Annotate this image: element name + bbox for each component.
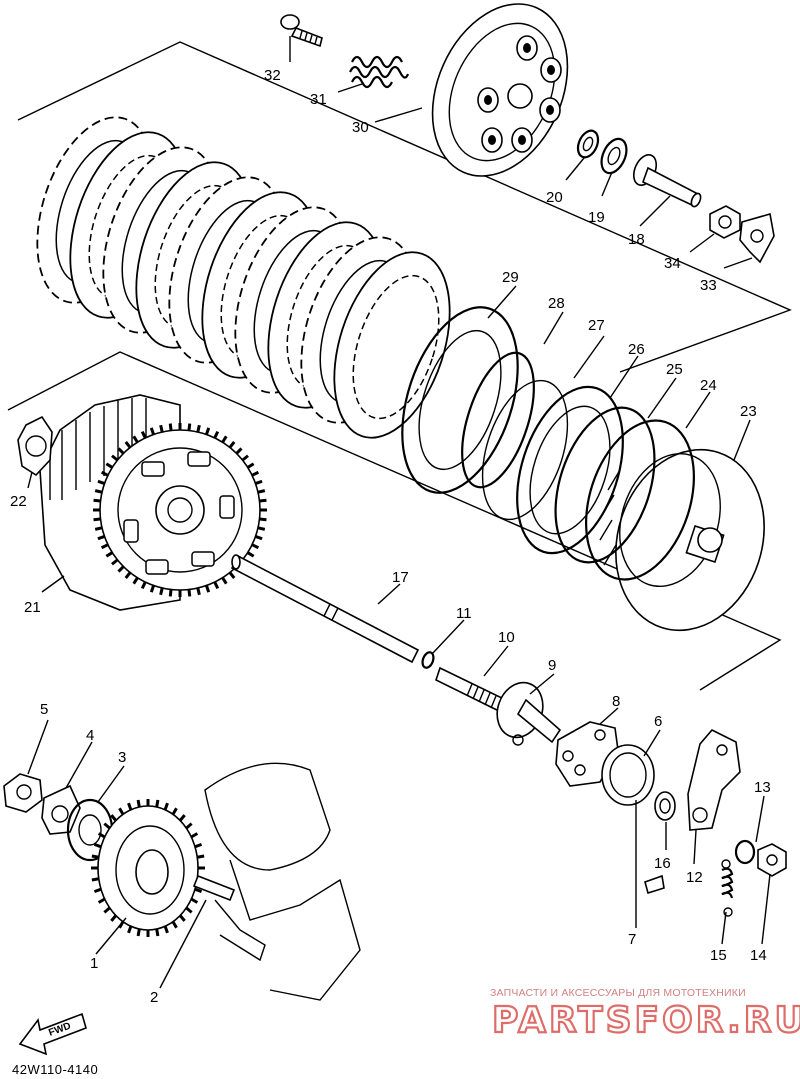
friction-plate-28 — [461, 351, 535, 489]
callout-26: 26 — [628, 341, 645, 358]
callout-6: 6 — [654, 713, 662, 730]
callout-17: 17 — [392, 569, 409, 586]
leader-lines — [27, 36, 771, 989]
callout-15: 15 — [710, 947, 727, 964]
gear-teeth — [91, 799, 205, 937]
seat-plate-25 — [554, 406, 656, 564]
callout-11: 11 — [456, 605, 472, 622]
callout-27: 27 — [588, 317, 605, 334]
callout-16: 16 — [654, 855, 671, 872]
clutch-housing — [39, 394, 267, 611]
bearing-19 — [600, 137, 628, 175]
callout-28: 28 — [548, 295, 565, 312]
callout-31: 31 — [310, 91, 327, 108]
callout-labels: 1 2 3 4 5 6 7 8 9 10 11 12 13 14 15 16 1… — [10, 67, 771, 1006]
callout-4: 4 — [86, 727, 94, 744]
wire-circlip-27 — [481, 379, 569, 521]
callout-30: 30 — [352, 119, 369, 136]
callout-21: 21 — [24, 599, 41, 616]
bolt-32 — [280, 14, 323, 48]
bearing-16 — [654, 791, 676, 821]
spring-15 — [721, 859, 734, 917]
push-rod-18 — [632, 154, 702, 208]
pin-7 — [644, 874, 665, 895]
watermark-brand: PARTSFOR.RU — [492, 1000, 800, 1041]
callout-25: 25 — [666, 361, 683, 378]
callout-22: 22 — [10, 493, 27, 510]
callout-34: 34 — [664, 255, 681, 272]
gear-teeth — [93, 423, 267, 597]
callout-7: 7 — [628, 931, 636, 948]
washer-13 — [734, 839, 756, 865]
callout-5: 5 — [40, 701, 48, 718]
circlip-22 — [17, 415, 53, 477]
callout-19: 19 — [588, 209, 605, 226]
clutch-plate-stack — [36, 116, 451, 439]
key-2 — [192, 874, 236, 902]
callout-23: 23 — [740, 403, 757, 420]
callout-8: 8 — [612, 693, 620, 710]
push-rod-17 — [230, 554, 420, 664]
callout-1: 1 — [90, 955, 98, 972]
spring-31 — [349, 55, 410, 89]
callout-33: 33 — [700, 277, 717, 294]
diagram-code: 42W110-4140 — [12, 1062, 98, 1077]
push-lever-9 — [496, 681, 562, 746]
lock-washer-4 — [41, 784, 81, 835]
watermark: ЗАПЧАСТИ И АКСЕССУАРЫ ДЛЯ МОТОТЕХНИКИ PA… — [490, 987, 800, 1042]
callout-9: 9 — [548, 657, 556, 674]
crankshaft-outline — [204, 762, 361, 1001]
lock-washer-33 — [739, 212, 775, 264]
primary-drive-gear-1 — [91, 799, 205, 937]
callout-10: 10 — [498, 629, 515, 646]
friction-plate-26 — [516, 385, 624, 555]
nut-5 — [3, 773, 43, 813]
callout-24: 24 — [700, 377, 717, 394]
callout-3: 3 — [118, 749, 126, 766]
callout-32: 32 — [264, 67, 281, 84]
nut-34 — [709, 205, 741, 239]
washer-20 — [576, 129, 600, 159]
callout-20: 20 — [546, 189, 563, 206]
callout-12: 12 — [686, 869, 703, 886]
pressure-plate — [431, 3, 569, 177]
callout-29: 29 — [502, 269, 519, 286]
fwd-arrow: FWD — [18, 1012, 87, 1056]
lever-12 — [687, 729, 741, 831]
callout-18: 18 — [628, 231, 645, 248]
watermark-tagline: ЗАПЧАСТИ И АКСЕССУАРЫ ДЛЯ МОТОТЕХНИКИ — [490, 987, 746, 999]
callout-14: 14 — [750, 947, 767, 964]
clutch-boss — [615, 448, 765, 632]
o-ring-11 — [421, 651, 435, 669]
seal-6 — [601, 744, 655, 806]
nut-14 — [757, 843, 787, 877]
clutch-plate-29 — [401, 306, 519, 494]
callout-2: 2 — [150, 989, 158, 1006]
callout-13: 13 — [754, 779, 771, 796]
clutch-plate — [333, 251, 451, 439]
